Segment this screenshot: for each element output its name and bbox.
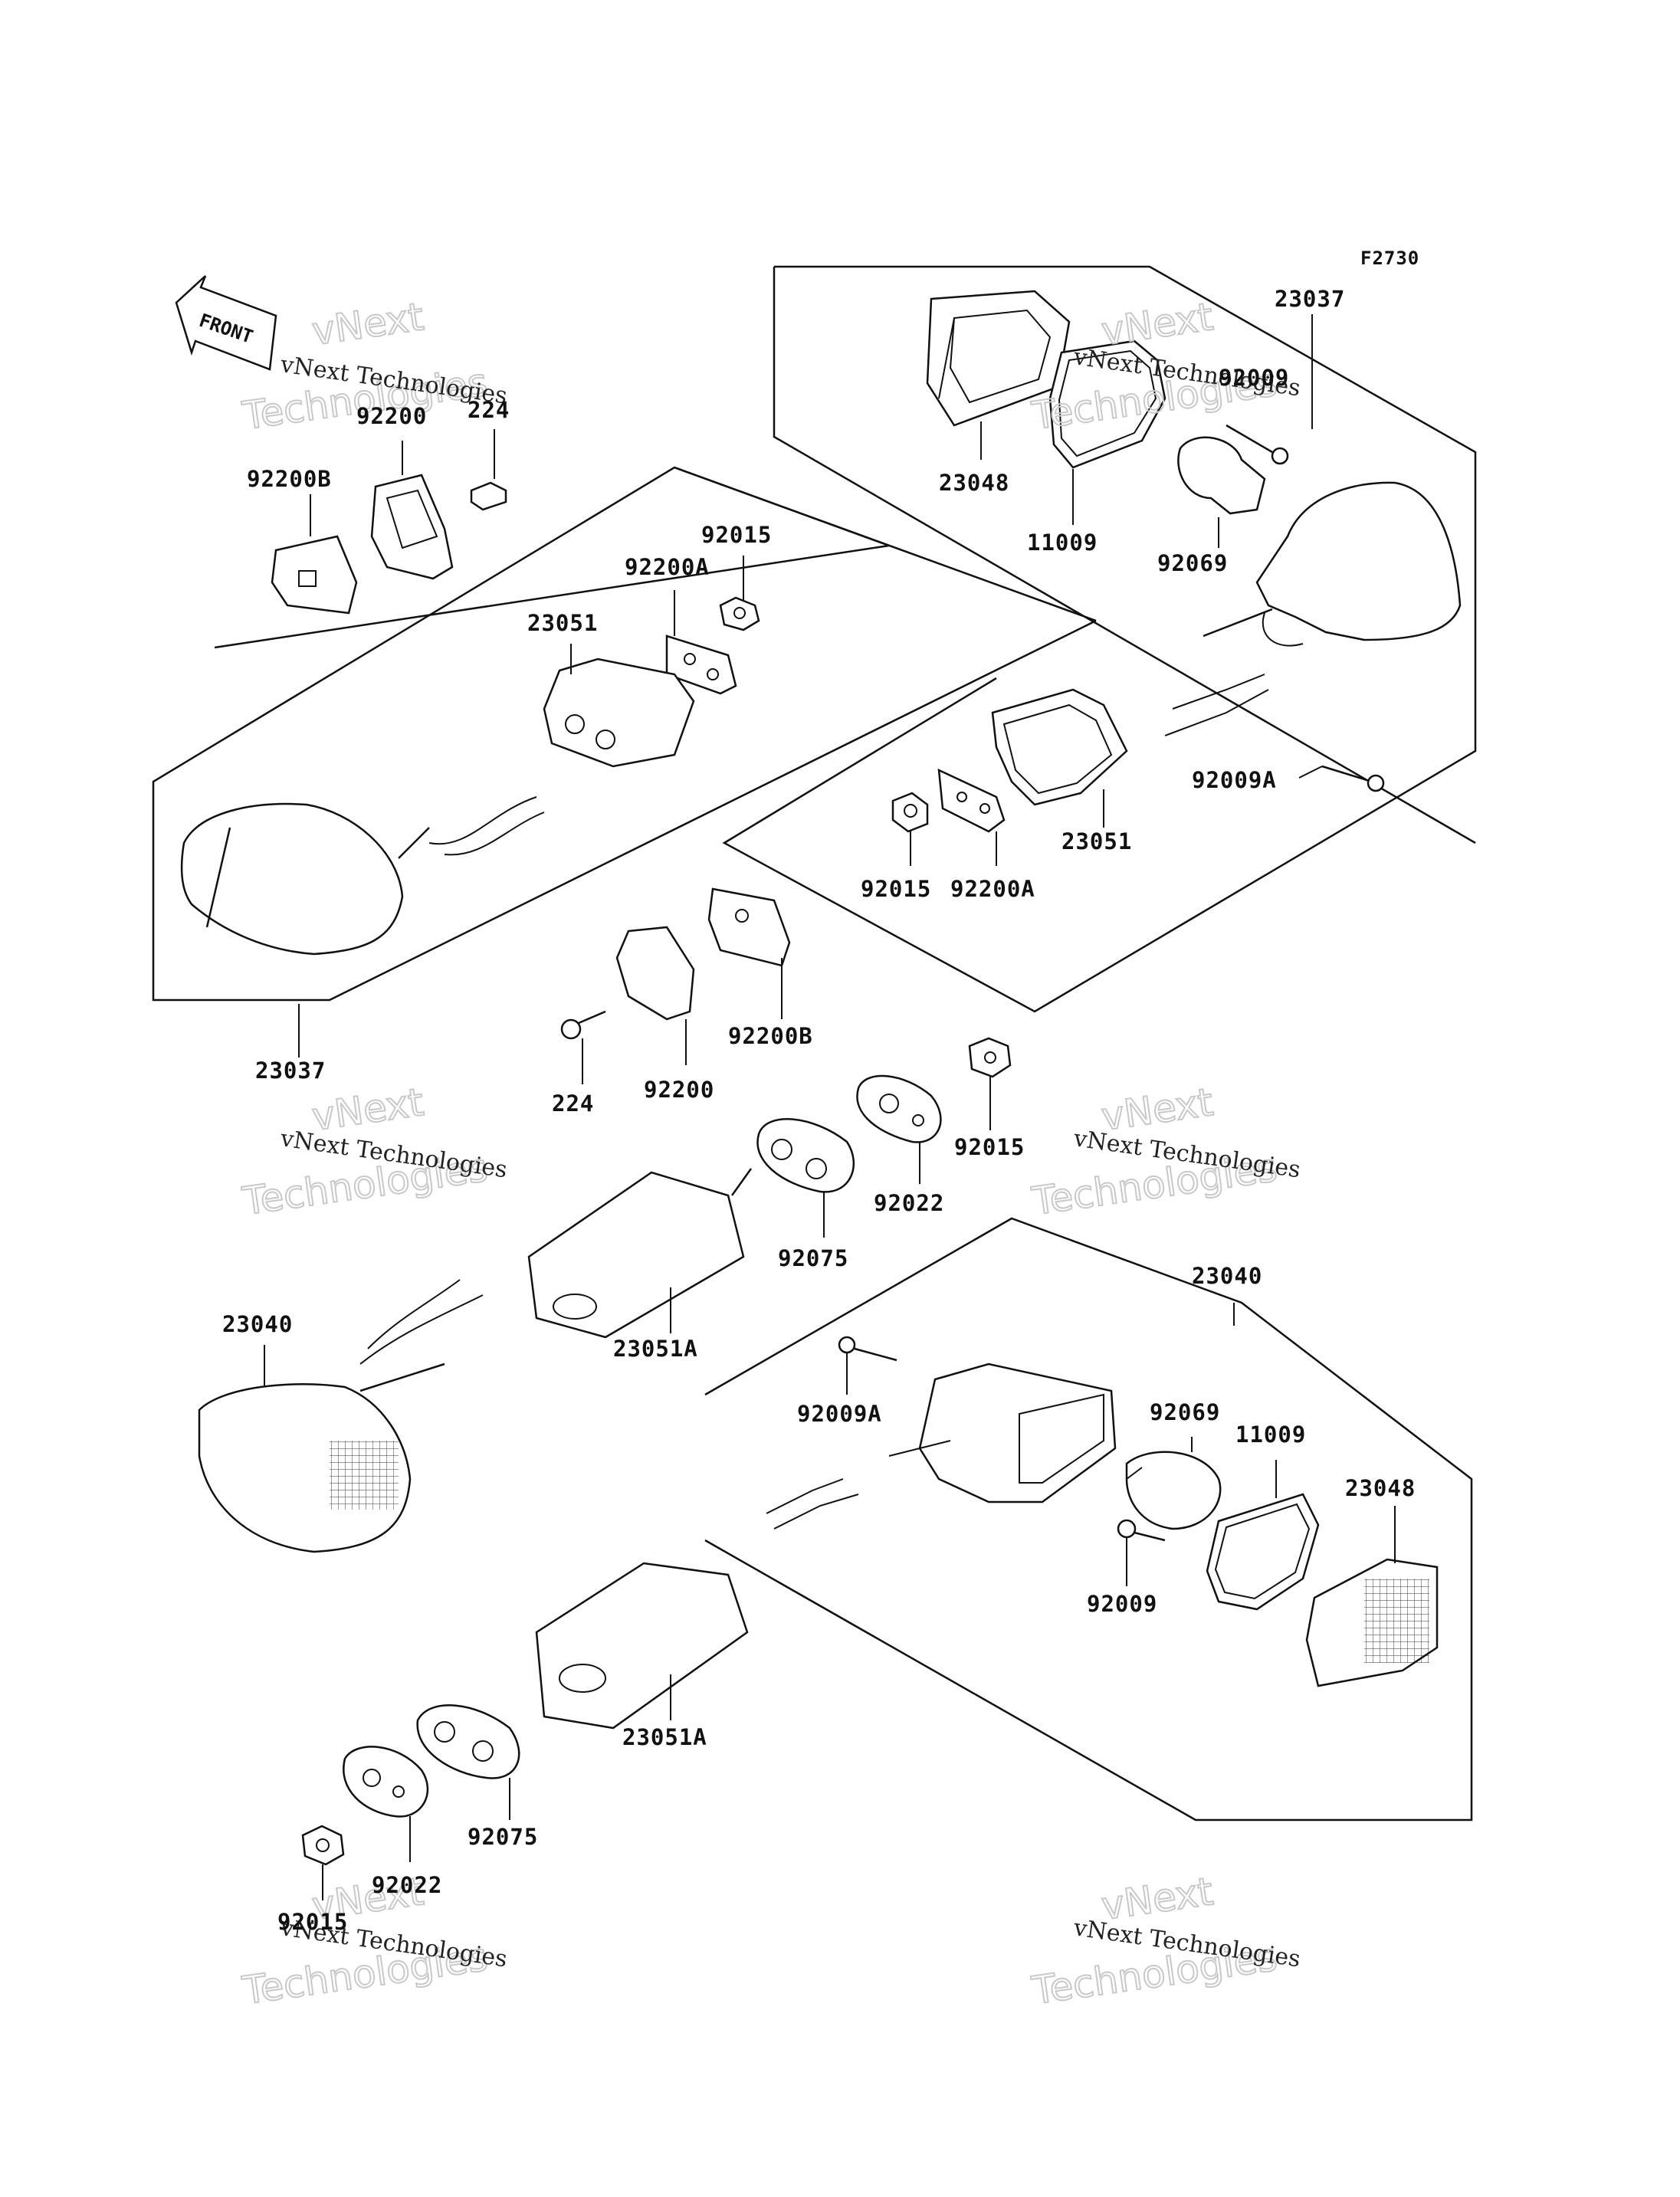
watermark-bottom-right: vNext Technologies vNext Technologies (1029, 1868, 1302, 2014)
housing-23040-right (766, 1362, 1117, 1530)
label-92075-bot: 92075 (468, 1824, 538, 1850)
housing-23040-left (198, 1279, 484, 1553)
lens-23048-top (926, 290, 1071, 427)
label-92200-mid: 92200 (644, 1077, 714, 1103)
screw-92009-top (1226, 424, 1289, 465)
nut-92015-mid (719, 596, 760, 631)
label-92015-midright: 92015 (954, 1134, 1025, 1160)
watermark-mid-left: vNext Technologies vNext Technologies (239, 1079, 509, 1225)
grommet-92075-bot (416, 1704, 520, 1779)
bulb-92069-top (1177, 436, 1266, 515)
nut-92015-right (891, 792, 929, 833)
boot-23051A-bot (535, 1562, 749, 1730)
nut-92015-midright (968, 1037, 1012, 1078)
label-92200B-mid: 92200B (728, 1023, 813, 1049)
label-92009-bot: 92009 (1087, 1591, 1157, 1617)
svg-text:vNext: vNext (310, 1080, 427, 1139)
bracket-92200-mid (615, 926, 695, 1021)
plate-92200A-mid (665, 635, 737, 695)
housing-23037-right (1164, 481, 1462, 736)
boot-23051A-mid (527, 1168, 753, 1339)
svg-text:vNext: vNext (310, 294, 427, 354)
label-92009A-bot: 92009A (797, 1401, 882, 1427)
label-92022-bot: 92022 (372, 1872, 442, 1898)
group-outline-right-rear (722, 265, 1477, 1013)
label-92200-top: 92200 (356, 403, 427, 429)
boot-23051-mid (543, 657, 695, 768)
label-11009-bot: 11009 (1235, 1421, 1306, 1448)
group-outline-left-rear-inner (214, 466, 890, 649)
label-92069-bot: 92069 (1150, 1399, 1220, 1425)
label-23051-right: 23051 (1061, 828, 1132, 854)
plate-92022-mid (856, 1074, 942, 1143)
bulb-92069-bot (1125, 1451, 1222, 1530)
front-arrow-icon: FRONT (175, 275, 277, 371)
bolt-224-top (470, 481, 507, 511)
label-92200A-mid: 92200A (625, 554, 710, 580)
group-outline-right-front (704, 1217, 1473, 1822)
label-92009A-top: 92009A (1192, 767, 1277, 793)
plate-92022-bot (343, 1746, 429, 1818)
gasket-11009-top (1048, 339, 1166, 469)
label-23051A-bot: 23051A (622, 1724, 707, 1750)
gasket-11009-bot (1206, 1493, 1320, 1611)
label-23048-top: 23048 (939, 470, 1009, 496)
nut-92015-bot (301, 1825, 345, 1866)
figure-code: F2730 (1360, 248, 1419, 269)
lens-pattern-left (330, 1441, 399, 1510)
lens-pattern-right (1364, 1579, 1429, 1663)
screw-92009A-bot (838, 1336, 897, 1362)
label-92022-mid: 92022 (874, 1190, 944, 1216)
bracket-92200-top (370, 474, 454, 580)
label-23051A-mid: 23051A (613, 1336, 698, 1362)
label-92075-mid: 92075 (778, 1245, 848, 1271)
label-23037-left: 23037 (255, 1058, 326, 1084)
svg-text:vNext: vNext (1099, 294, 1216, 354)
label-92009-top: 92009 (1219, 365, 1289, 391)
label-92015-right: 92015 (861, 876, 931, 902)
bolt-224-mid (560, 1010, 606, 1040)
lens-23048-bot (1305, 1558, 1439, 1687)
label-92200B-top: 92200B (247, 466, 332, 492)
watermark-mid-right: vNext Technologies vNext Technologies (1029, 1079, 1302, 1225)
label-23051-mid: 23051 (527, 610, 598, 636)
label-11009-top: 11009 (1027, 530, 1098, 556)
label-92200A-right: 92200A (950, 876, 1035, 902)
label-224-top: 224 (468, 397, 510, 423)
leader-lines (264, 314, 1396, 1900)
label-224-mid: 224 (552, 1090, 594, 1117)
label-23040-left: 23040 (222, 1311, 293, 1337)
group-outline-right-rear-inner (773, 267, 1476, 844)
boot-23051-right (991, 688, 1128, 806)
label-92015-mid: 92015 (701, 522, 772, 548)
label-92015-bot: 92015 (277, 1909, 348, 1935)
label-92069-top: 92069 (1157, 550, 1228, 576)
label-23037-top: 23037 (1275, 286, 1345, 312)
plate-92200B-mid (707, 887, 791, 967)
label-23048-bot: 23048 (1345, 1475, 1416, 1501)
plate-92200A-right (937, 768, 1006, 833)
label-23040-right: 23040 (1192, 1263, 1262, 1289)
housing-23037-left (180, 796, 545, 956)
plate-92200B-top (271, 535, 358, 615)
grommet-92075-mid (756, 1118, 855, 1193)
screw-92009A-top (1321, 765, 1385, 792)
